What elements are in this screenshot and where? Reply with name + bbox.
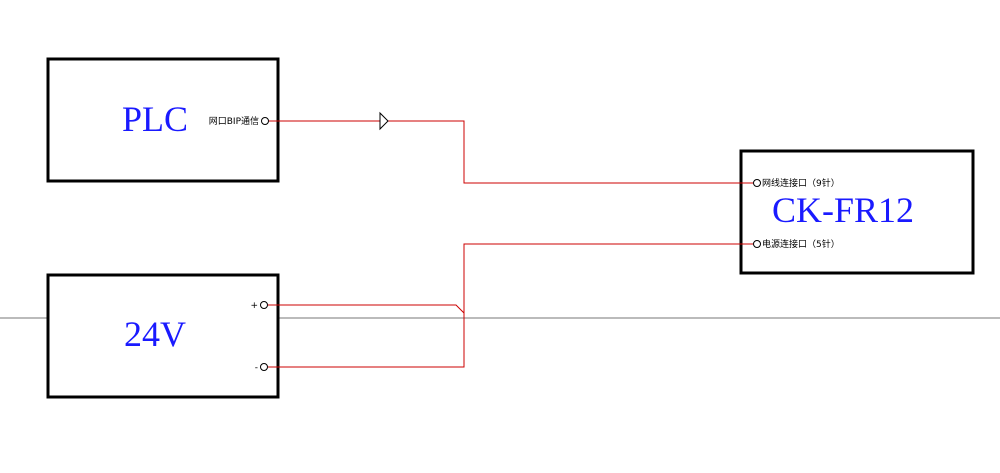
ck-block[interactable]: CK-FR12 网线连接口（9针） 电源连接口（5针） xyxy=(739,149,975,275)
plc-title: PLC xyxy=(122,99,188,139)
psu-block-frame xyxy=(46,273,280,399)
ck-port-network-terminal[interactable] xyxy=(753,179,761,187)
plc-block[interactable]: PLC 网口BIP通信 xyxy=(46,57,280,183)
signal-direction-arrow-icon xyxy=(379,111,389,131)
wire-psu-plus-to-ck-power[interactable] xyxy=(268,243,753,315)
psu-port-minus-label: - xyxy=(255,363,258,373)
ck-port-power-terminal[interactable] xyxy=(753,240,761,248)
plc-port-terminal[interactable] xyxy=(261,117,269,125)
ck-port-power-label: 电源连接口（5针） xyxy=(762,238,840,250)
psu-title: 24V xyxy=(124,314,186,354)
ck-block-frame xyxy=(739,149,975,275)
psu-port-plus-label: + xyxy=(250,301,258,311)
wire-psu-minus-to-ck-power[interactable] xyxy=(268,313,465,368)
plc-block-frame xyxy=(46,57,280,183)
psu-port-minus-terminal[interactable] xyxy=(260,363,268,371)
wire-plc-to-ck-network[interactable] xyxy=(269,120,753,184)
psu-port-plus-terminal[interactable] xyxy=(260,301,268,309)
ck-title: CK-FR12 xyxy=(772,190,914,230)
plc-port-label: 网口BIP通信 xyxy=(209,115,259,127)
ck-port-network-label: 网线连接口（9针） xyxy=(762,177,840,189)
psu-block[interactable]: 24V + - xyxy=(46,273,280,399)
